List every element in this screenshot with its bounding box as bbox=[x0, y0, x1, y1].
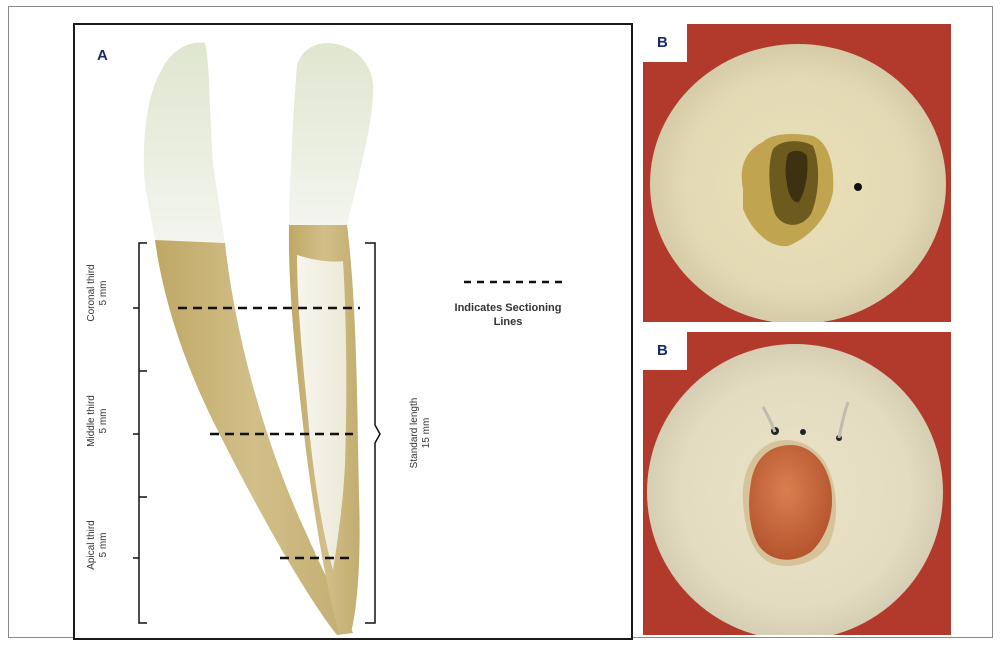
right-bracket bbox=[365, 243, 380, 623]
label-apical-third: Apical third 5 mm bbox=[86, 505, 110, 585]
legend-line-1: Indicates Sectioning bbox=[443, 301, 573, 315]
left-bracket bbox=[133, 243, 147, 623]
label-apical-third-size: 5 mm bbox=[98, 505, 110, 585]
tooth-diagram bbox=[75, 25, 635, 642]
photo-b-bottom-label-box: B bbox=[643, 332, 687, 370]
label-standard-length-name: Standard length bbox=[409, 383, 421, 483]
left-crown bbox=[144, 42, 225, 243]
photo-b-top-label: B bbox=[657, 34, 668, 51]
label-coronal-third: Coronal third 5 mm bbox=[86, 253, 110, 333]
photo-b-bottom: B bbox=[643, 332, 951, 635]
photo-b-top: B bbox=[643, 24, 951, 322]
legend-line-2: Lines bbox=[443, 315, 573, 329]
label-standard-length-size: 15 mm bbox=[421, 383, 433, 483]
legend-text: Indicates Sectioning Lines bbox=[443, 301, 573, 329]
photo-b-bottom-label: B bbox=[657, 342, 668, 359]
tooth-section-photo-top bbox=[643, 24, 951, 322]
label-middle-third: Middle third 5 mm bbox=[86, 381, 110, 461]
label-standard-length: Standard length 15 mm bbox=[409, 383, 433, 483]
label-coronal-third-name: Coronal third bbox=[86, 253, 98, 333]
label-apical-third-name: Apical third bbox=[86, 505, 98, 585]
right-crown bbox=[289, 43, 373, 225]
label-coronal-third-size: 5 mm bbox=[98, 253, 110, 333]
label-middle-third-size: 5 mm bbox=[98, 381, 110, 461]
label-middle-third-name: Middle third bbox=[86, 381, 98, 461]
panel-a-diagram: A Indicates Sectioning Lines Coronal thi… bbox=[73, 23, 633, 640]
tooth-section-photo-bottom bbox=[643, 332, 951, 635]
photo-b-top-label-box: B bbox=[643, 24, 687, 62]
panel-a-label: A bbox=[97, 47, 108, 64]
